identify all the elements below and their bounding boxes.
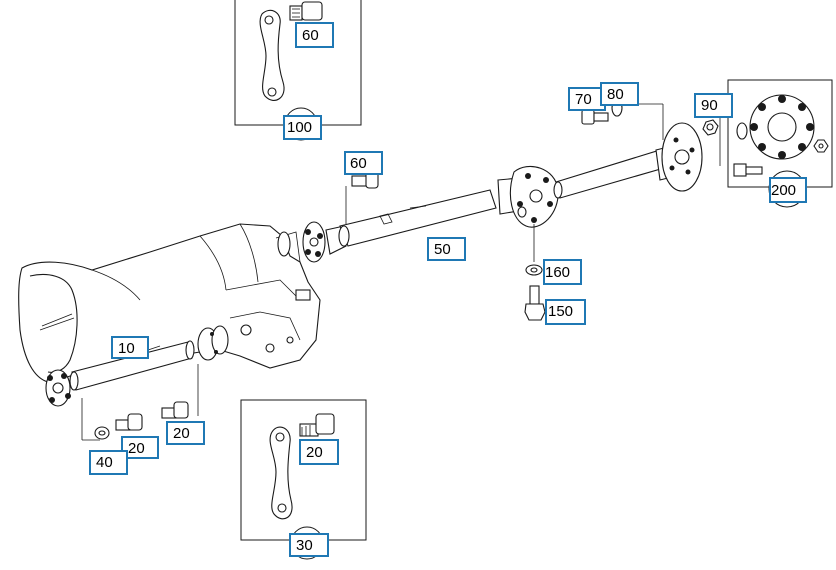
rear-flange <box>655 122 703 192</box>
callout-60-middle[interactable]: 60 <box>344 151 383 175</box>
inset-flex-disc <box>727 79 833 208</box>
callout-200[interactable]: 200 <box>769 177 807 203</box>
bolt-150 <box>524 285 546 321</box>
middle-flex-coupling <box>302 221 326 263</box>
bolt-70 <box>581 109 609 125</box>
callout-160[interactable]: 160 <box>543 259 582 285</box>
svg-text:200: 200 <box>771 182 796 199</box>
callout-20-bottom-right[interactable]: 20 <box>166 421 205 445</box>
svg-text:70: 70 <box>575 91 592 108</box>
flex-disc-icon <box>749 94 815 160</box>
bolt-20-inset <box>299 413 335 437</box>
callout-50[interactable]: 50 <box>427 237 466 261</box>
callout-150[interactable]: 150 <box>545 299 586 325</box>
svg-text:60: 60 <box>350 155 367 172</box>
svg-text:20: 20 <box>306 444 323 461</box>
bolt-60-top <box>289 1 323 21</box>
svg-text:50: 50 <box>434 241 451 258</box>
callout-70[interactable]: 70 <box>568 87 606 111</box>
bolt-20-b <box>161 401 189 419</box>
callout-30[interactable]: 30 <box>289 533 329 557</box>
svg-text:150: 150 <box>548 303 573 320</box>
callout-40[interactable]: 40 <box>89 450 128 475</box>
bolt-20-a <box>115 413 143 431</box>
svg-text:40: 40 <box>96 454 113 471</box>
svg-text:90: 90 <box>701 97 718 114</box>
inset-support-bracket-bottom <box>240 399 367 560</box>
callout-80[interactable]: 80 <box>600 82 639 106</box>
svg-text:20: 20 <box>128 440 145 457</box>
svg-text:60: 60 <box>302 27 319 44</box>
front-flex-joint <box>45 369 71 407</box>
nut-90 <box>702 119 719 136</box>
front-propeller-shaft <box>45 325 229 407</box>
callout-20-inset[interactable]: 20 <box>299 439 339 465</box>
callout-60-top[interactable]: 60 <box>295 22 334 48</box>
svg-text:160: 160 <box>545 264 570 281</box>
svg-text:20: 20 <box>173 425 190 442</box>
callout-10[interactable]: 10 <box>111 336 149 359</box>
svg-text:100: 100 <box>287 119 312 136</box>
svg-text:30: 30 <box>296 537 313 554</box>
callout-90[interactable]: 90 <box>694 93 733 118</box>
rear-propeller-shaft <box>302 122 703 263</box>
svg-text:10: 10 <box>118 340 135 357</box>
bolt-200-inset <box>733 163 763 177</box>
rear-coupling <box>197 325 229 361</box>
transmission-housing <box>18 223 321 383</box>
center-bearing <box>497 165 559 228</box>
svg-text:80: 80 <box>607 86 624 103</box>
callout-20-bottom-left[interactable]: 20 <box>121 436 159 459</box>
callout-100[interactable]: 100 <box>283 115 322 140</box>
